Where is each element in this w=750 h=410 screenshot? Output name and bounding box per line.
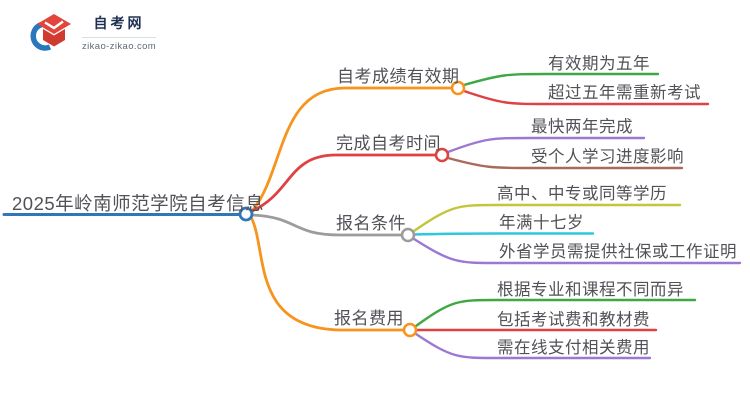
site-logo[interactable]: 自考网 zikao-zikao.com <box>26 10 157 56</box>
branch-topic-completion-time: 完成自考时间 <box>336 134 441 153</box>
subtopic-retake-after-five: 超过五年需重新考试 <box>548 84 701 102</box>
branch-topic-registration-fees: 报名费用 <box>334 309 404 328</box>
subtopic-varies-by-major: 根据专业和课程不同而异 <box>497 281 684 299</box>
branch-node-circle-score-validity <box>450 80 466 96</box>
logo-cap-base <box>43 29 65 47</box>
subtopic-fastest-two-years: 最快两年完成 <box>531 118 633 136</box>
branch-line-registration-fees <box>249 215 406 332</box>
child-line-valid-five-years <box>462 72 660 87</box>
branch-node-circle-registration-conditions <box>400 227 416 243</box>
graduation-cap-icon <box>30 14 71 51</box>
branch-line-completion-time <box>250 153 438 213</box>
logo-cap-top <box>37 14 71 34</box>
child-line-education-level <box>412 203 682 233</box>
root-topic: 2025年岭南师范学院自考信息 <box>12 193 265 214</box>
root-node-circle <box>238 206 254 222</box>
branch-node-circle-registration-fees <box>402 322 418 338</box>
subtopic-age-seventeen: 年满十七岁 <box>499 214 584 232</box>
branch-line-score-validity <box>250 86 454 213</box>
subtopic-education-level: 高中、中专或同等学历 <box>497 185 667 203</box>
branch-topic-registration-conditions: 报名条件 <box>336 214 406 233</box>
subtopic-depends-on-pace: 受个人学习进度影响 <box>531 148 684 166</box>
child-line-depends-on-pace <box>446 156 684 170</box>
subtopic-online-payment: 需在线支付相关费用 <box>497 339 650 357</box>
logo-text-block: 自考网 zikao-zikao.com <box>82 10 157 52</box>
branch-topic-score-validity: 自考成绩有效期 <box>337 67 460 86</box>
logo-domain: zikao-zikao.com <box>82 41 157 52</box>
child-line-out-of-province-proof <box>412 237 742 265</box>
child-line-retake-after-five <box>462 89 710 106</box>
branch-node-circle-completion-time <box>434 147 450 163</box>
child-line-age-seventeen <box>412 232 595 236</box>
child-line-varies-by-major <box>414 298 697 328</box>
subtopic-out-of-province-proof: 外省学员需提供社保或工作证明 <box>499 243 737 261</box>
subtopic-valid-five-years: 有效期为五年 <box>548 55 650 73</box>
branch-line-registration-conditions <box>250 213 404 237</box>
child-line-fastest-two-years <box>446 136 646 154</box>
logo-cap-chevron <box>44 20 64 30</box>
subtopic-exam-and-textbook-fees: 包括考试费和教材费 <box>497 311 650 329</box>
child-line-online-payment <box>414 332 652 360</box>
logo-title: 自考网 <box>82 10 157 38</box>
